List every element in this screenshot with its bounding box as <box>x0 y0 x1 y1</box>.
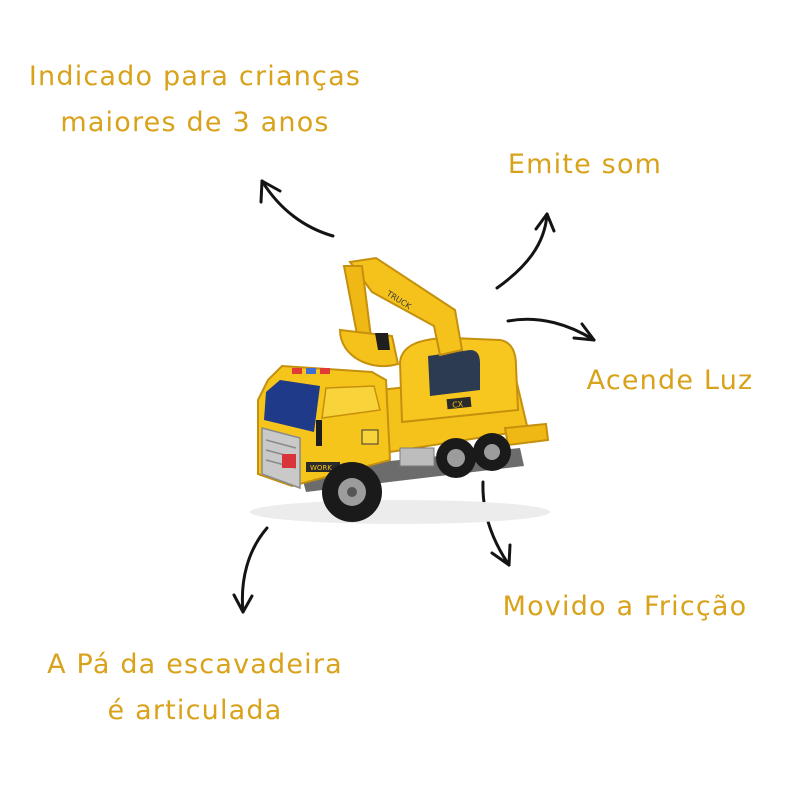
truck-wheel-rear <box>473 433 511 471</box>
excavator-cab-window <box>428 350 480 396</box>
cab-badge <box>446 396 472 410</box>
excavator-boom <box>348 256 464 357</box>
roof-light-red <box>292 368 302 374</box>
truck-side-mirror <box>316 420 322 446</box>
callout-sound-text: Emite som <box>507 149 663 180</box>
bumper-badge <box>306 462 340 472</box>
callout-age-recommendation: Indicado para crianças maiores de 3 anos <box>20 54 370 146</box>
arrow-right-icon <box>506 317 596 342</box>
arrow-down-right-icon <box>481 480 512 567</box>
roof-light-red-2 <box>320 368 330 374</box>
toy-excavator-truck: CX TRUCK WORK <box>250 256 550 524</box>
truck-grille <box>261 427 301 490</box>
callout-shovel-line1: A Pá da escavadeira <box>47 649 343 680</box>
bumper-badge-text: WORK <box>310 464 332 472</box>
callout-age-line2: maiores de 3 anos <box>60 107 330 138</box>
callout-shovel-line2: é articulada <box>107 695 283 726</box>
truck-side-window <box>321 385 381 419</box>
callout-sound: Emite som <box>500 142 670 188</box>
truck-wheel-middle <box>436 438 476 478</box>
roof-light-blue <box>306 368 316 374</box>
bucket-hinge <box>375 333 390 350</box>
door-badge <box>361 429 379 445</box>
arrow-up-right-icon <box>495 212 556 290</box>
truck-windshield <box>264 380 320 432</box>
callout-light: Acende Luz <box>570 358 770 404</box>
callout-age-line1: Indicado para crianças <box>28 61 362 92</box>
callout-light-text: Acende Luz <box>586 365 754 396</box>
callout-friction: Movido a Fricção <box>490 584 760 630</box>
cab-badge-text: CX <box>452 400 464 410</box>
callout-shovel: A Pá da escavadeira é articulada <box>30 642 360 734</box>
truck-shadow <box>250 500 550 524</box>
truck-wheel-front <box>322 462 382 522</box>
callout-friction-text: Movido a Fricção <box>502 591 748 622</box>
fuel-tank <box>399 447 435 467</box>
truck-headlight <box>282 454 296 468</box>
truck-rear-stabilizer <box>503 422 550 447</box>
arrow-down-left-icon <box>232 526 269 614</box>
arrow-up-left-icon <box>259 179 335 238</box>
